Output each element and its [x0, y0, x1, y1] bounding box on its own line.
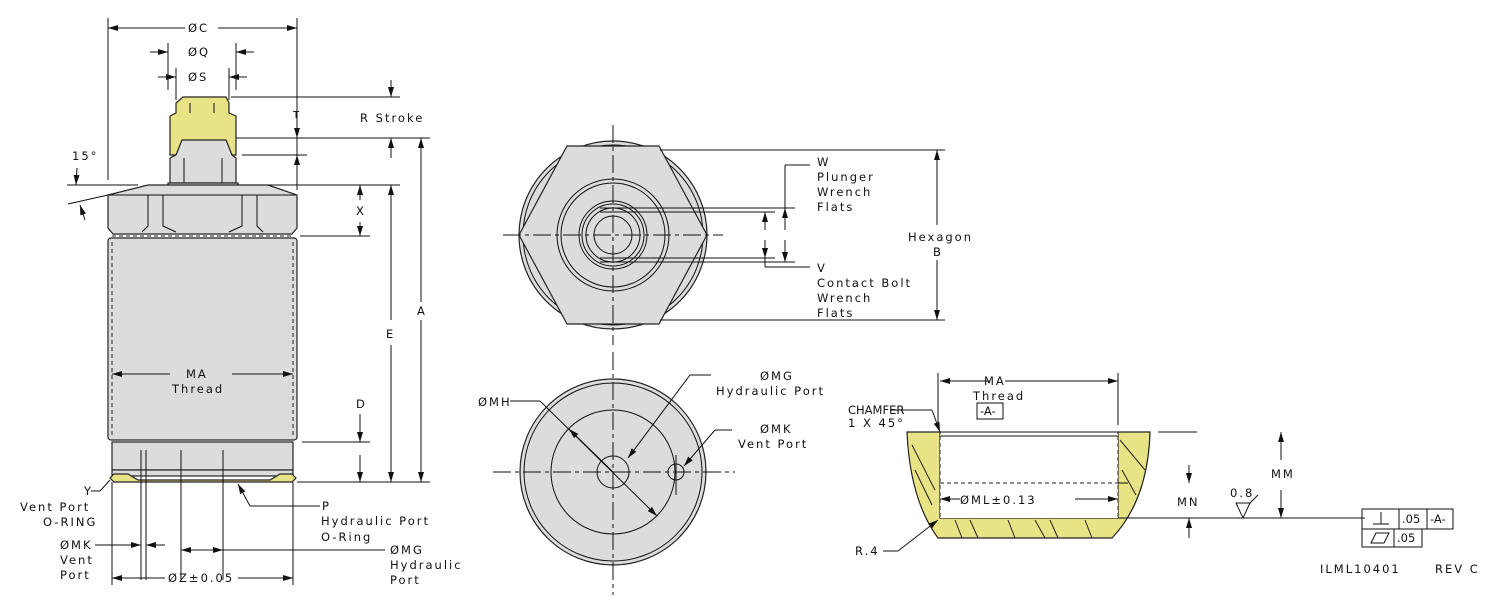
perpendicularity-icon [1373, 512, 1389, 525]
chamfer-label-2: 1 X 45° [848, 416, 905, 430]
mh-label: ØMH [478, 395, 512, 409]
chamfer-label-1: CHAMFER [848, 403, 904, 417]
angle-15: 15° [72, 149, 98, 163]
surface-finish-icon [1235, 494, 1259, 520]
dim-e: E [386, 327, 395, 341]
mg-label: ØMG [760, 369, 794, 383]
bottom-view: ØMH ØMG Hydraulic Port ØMK Vent Port [478, 352, 825, 595]
y-label: Y [83, 484, 93, 498]
dim-s: ØS [188, 70, 208, 84]
r-stroke-label: R Stroke [360, 111, 424, 125]
fcf-perp-tol: .05 [1402, 512, 1420, 526]
contact-bolt [169, 139, 237, 184]
vent-oring-1: Vent Port [20, 500, 90, 514]
radius-label: R.4 [855, 544, 880, 558]
v-label: V [817, 261, 827, 275]
mm-label: MM [1271, 467, 1295, 481]
mk-text-2: Port [60, 568, 91, 582]
b-label: B [933, 245, 943, 259]
side-view: ØC ØQ ØS T R Stroke 15° X E A D MA Threa… [20, 18, 463, 587]
section-view: MA Thread -A- CHAMFER 1 X 45° ØML±0.13 M… [848, 373, 1454, 558]
revision: REV C [1435, 562, 1480, 576]
mk-text: Vent Port [738, 437, 808, 451]
dim-t: T [292, 110, 301, 121]
p-text-2: O-Ring [321, 530, 372, 544]
p-text-1: Hydraulic Port [321, 514, 430, 528]
dim-q: ØQ [188, 45, 210, 59]
p-label: P [322, 499, 331, 513]
mg-text-2: Port [390, 573, 421, 587]
dim-d: D [356, 397, 367, 411]
finish-value: 0.8 [1230, 486, 1254, 500]
v-text-1: Contact Bolt [817, 276, 912, 290]
thread-label: Thread [972, 389, 1025, 403]
feature-control-frame: .05 -A- .05 [1361, 508, 1454, 548]
w-text-3: Flats [817, 200, 854, 214]
o-ring [109, 473, 297, 483]
w-label: W [817, 155, 830, 169]
v-text-3: Flats [817, 306, 854, 320]
mk-label: ØMK [760, 422, 793, 436]
datum-a: -A- [980, 404, 996, 418]
vent-oring-2: O-RING [43, 515, 97, 529]
w-text-1: Plunger [817, 170, 875, 184]
dim-c: ØC [188, 21, 209, 35]
mg-text: Hydraulic Port [716, 384, 825, 398]
mk-text-1: Vent [60, 553, 94, 567]
hexagon-label: Hexagon [908, 230, 973, 244]
mn-label: MN [1177, 495, 1200, 509]
drawing-number: ILML10401 [1320, 562, 1401, 576]
hex-body [107, 184, 298, 235]
ma-label: MA [186, 367, 208, 381]
mg-label: ØMG [390, 543, 424, 557]
dim-a: A [417, 304, 427, 318]
fcf-flat-tol: .05 [1397, 531, 1415, 545]
w-text-2: Wrench [817, 185, 872, 199]
v-text-2: Wrench [817, 291, 872, 305]
flatness-icon [1370, 532, 1390, 544]
ma-label: MA [984, 374, 1006, 388]
thread-body [107, 237, 298, 441]
mg-text-1: Hydraulic [390, 558, 463, 572]
fcf-perp-datum: -A- [1430, 512, 1446, 526]
ml-label: ØML±0.13 [960, 493, 1037, 507]
top-view: W Plunger Wrench Flats V Contact Bolt Wr… [503, 125, 973, 345]
z-label: ØZ±0.05 [168, 571, 234, 585]
mk-label: ØMK [60, 538, 93, 552]
thread-label: Thread [171, 382, 224, 396]
dim-x: X [356, 204, 366, 218]
